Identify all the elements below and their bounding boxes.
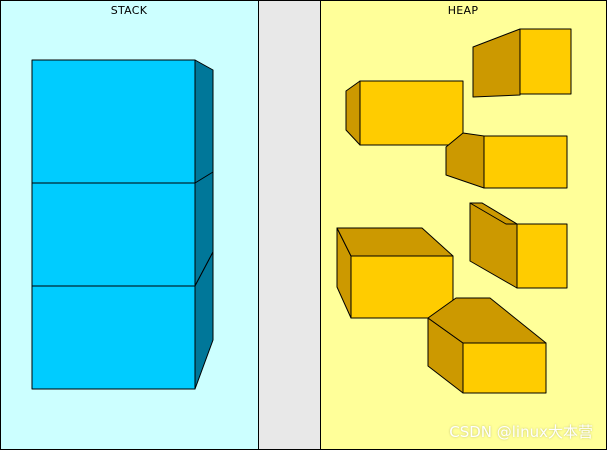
heap-title: HEAP [447,4,479,17]
heap-block-1 [472,28,572,98]
heap-blocks [336,28,572,394]
heap-block-3 [445,132,568,189]
divider-gap [258,0,321,450]
stack-block-middle [31,182,196,287]
stack-blocks [31,59,214,390]
heap-block-4 [469,202,568,289]
stack-block-top [31,59,196,184]
heap-block-2 [345,80,464,146]
heap-block-5 [336,227,454,319]
heap-block-6 [427,297,547,394]
stack-block-bottom [31,285,196,390]
csdn-watermark: CSDN @linux大本营 [449,423,593,441]
stack-title: STACK [110,4,148,17]
stack-block-side-top [194,59,214,184]
